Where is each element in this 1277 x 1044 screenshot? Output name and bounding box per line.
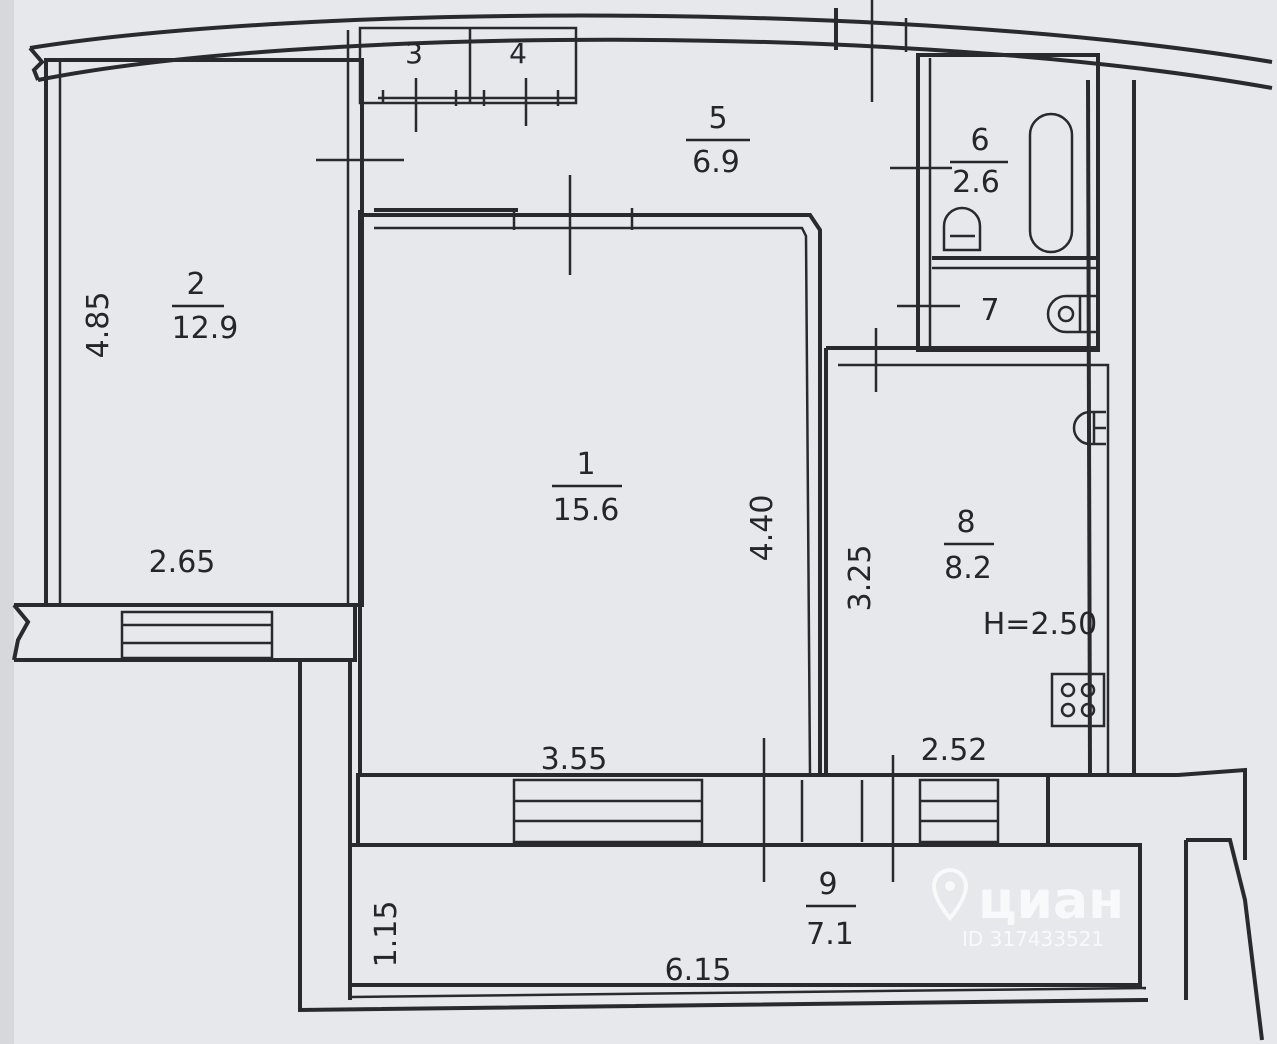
dim-room-1-width: 3.55 [541,742,608,777]
dim-room-8-width: 2.52 [921,733,988,768]
dim-room-8-length: 3.25 [843,545,878,612]
room-6-label: 6 2.6 [950,123,1008,200]
wall-break-right [1186,838,1264,1041]
lower-left-wall [298,660,1149,1013]
right-exterior-outer [1086,79,1092,776]
room-3-number: 3 [405,37,423,70]
room-1-label: 1 15.6 [552,447,622,528]
balcony-inner-bottom [351,986,1147,999]
paper-left-shade [0,0,14,1044]
room-9-number: 9 [818,867,837,902]
top-curved-wall [29,13,1273,64]
bathtub-icon [1028,112,1074,254]
room-2-label: 2 12.9 [172,267,239,346]
room-1-number: 1 [576,447,595,482]
window-left [120,610,274,660]
dim-room-1-length: 4.40 [745,495,780,562]
room-5-label: 5 6.9 [686,101,750,180]
room-6-number: 6 [970,123,989,158]
room-5-area: 6.9 [692,145,740,180]
stove-icon [1050,672,1106,728]
room-6-area: 2.6 [952,165,1000,200]
right-exterior-wall [1134,767,1247,860]
wall-break-top-left [28,46,45,81]
watermark-brand: циан [978,871,1124,931]
wall-break-left [12,603,31,661]
room-2-number: 2 [186,267,205,302]
room-1-inner-wall [374,226,812,776]
room-9-area: 7.1 [806,917,854,952]
room-5-number: 5 [708,101,727,136]
dim-room-2-width: 2.65 [149,545,216,580]
room-1-area: 15.6 [553,493,620,528]
room-4-number: 4 [509,37,527,70]
room-1-outline [358,210,822,777]
toilet-icon [942,206,982,252]
kitchen-inner [838,363,1110,775]
watermark: циан ID 317433521 [931,867,1124,951]
room-8-number: 8 [956,505,975,540]
left-window-wall [14,603,357,662]
closet-3-4-outline [358,26,578,105]
room-8-area: 8.2 [944,551,992,586]
room-2-area: 12.9 [172,311,239,346]
water-heater-icon [1072,410,1106,446]
room-7-number: 7 [980,293,999,328]
window-room-1 [512,778,704,844]
watermark-id: ID 317433521 [962,927,1104,951]
dim-room-2-length: 4.85 [81,292,116,359]
balcony-outline [350,843,1142,987]
location-pin-icon [931,867,969,922]
sink-icon [1046,294,1096,334]
room-9-label: 9 7.1 [806,867,856,952]
window-kitchen [918,778,1000,844]
dim-room-9-length: 6.15 [665,953,732,988]
dim-room-9-width: 1.15 [369,901,404,968]
ceiling-height: H=2.50 [983,607,1098,642]
room-8-label: 8 8.2 [944,505,994,586]
